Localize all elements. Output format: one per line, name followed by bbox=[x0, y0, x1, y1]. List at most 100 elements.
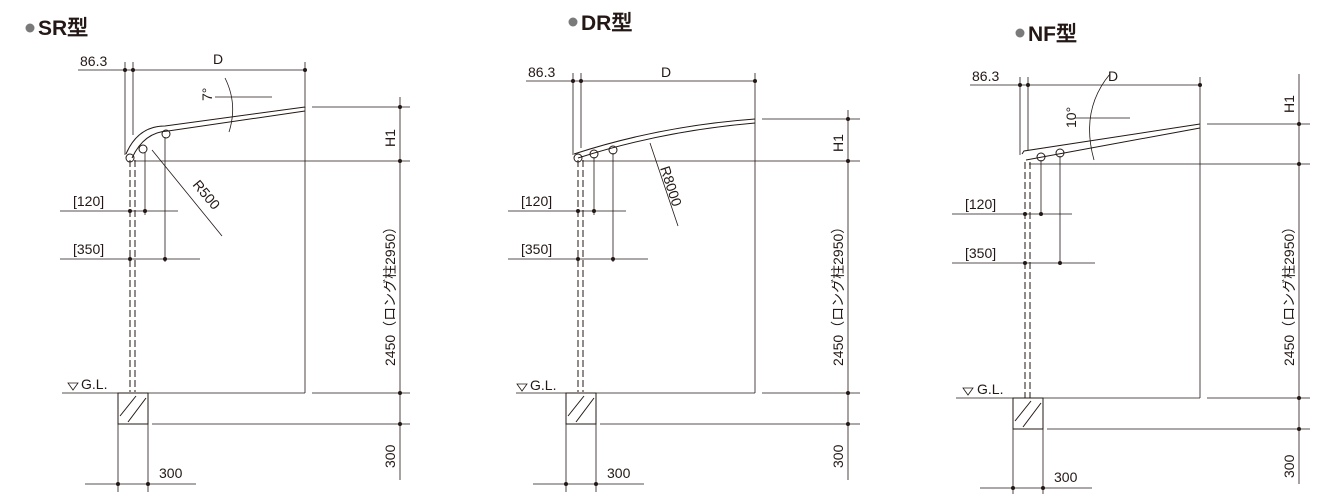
h1-label: H1 bbox=[830, 134, 846, 152]
height-120-label: [120] bbox=[521, 193, 552, 209]
h1-label: H1 bbox=[1281, 95, 1297, 113]
diagram-title: DR型 bbox=[581, 12, 632, 35]
dim-dot bbox=[131, 68, 135, 72]
title-bullet bbox=[1015, 28, 1025, 38]
height-120-label: [120] bbox=[73, 193, 104, 209]
footing-hatch bbox=[575, 397, 595, 423]
dim-dot bbox=[1041, 486, 1045, 490]
diagram-dr: DR型 86.3 D R8000 [120] [350] bbox=[508, 12, 860, 492]
dim-dot bbox=[123, 68, 127, 72]
dim-dot bbox=[846, 159, 850, 163]
dim-dot bbox=[576, 209, 580, 213]
ground-triangle bbox=[962, 387, 974, 396]
footing-depth-label: 300 bbox=[382, 444, 398, 468]
dim-dot bbox=[611, 257, 615, 261]
dim-dot bbox=[1039, 212, 1043, 216]
dim-dot bbox=[753, 79, 757, 83]
dim-dot bbox=[1026, 83, 1030, 87]
radius-label: R8000 bbox=[657, 164, 685, 208]
footing-depth-label: 300 bbox=[1281, 454, 1297, 478]
offset-label: 86.3 bbox=[528, 64, 555, 80]
height-350-label: [350] bbox=[73, 241, 104, 257]
dim-dot bbox=[579, 79, 583, 83]
dim-dot bbox=[846, 422, 850, 426]
dim-dot bbox=[128, 257, 132, 261]
radius-leader bbox=[649, 142, 679, 227]
ground-label: G.L. bbox=[81, 376, 107, 392]
dim-dot bbox=[564, 482, 568, 486]
angle-arc bbox=[1089, 73, 1111, 161]
footing bbox=[1012, 397, 1044, 430]
footing-hatch bbox=[1014, 400, 1032, 422]
height-label: 2450（ロング柱2950） bbox=[1281, 220, 1297, 366]
dim-dot bbox=[1297, 162, 1301, 166]
footing-hatch bbox=[127, 397, 147, 423]
dim-dot bbox=[846, 391, 850, 395]
dim-dot bbox=[128, 209, 132, 213]
offset-label: 86.3 bbox=[80, 53, 107, 69]
dim-dot bbox=[116, 482, 120, 486]
dim-dot bbox=[571, 79, 575, 83]
dim-dot bbox=[1058, 261, 1062, 265]
height-label: 2450（ロング柱2950） bbox=[830, 220, 846, 366]
dim-dot bbox=[1297, 122, 1301, 126]
dim-dot bbox=[594, 482, 598, 486]
dim-dot bbox=[592, 209, 596, 213]
roof-upper bbox=[573, 118, 756, 155]
title-bullet bbox=[25, 23, 35, 33]
footing-hatch bbox=[1022, 402, 1042, 428]
dim-dot bbox=[1297, 396, 1301, 400]
footing-width-label: 300 bbox=[1054, 469, 1078, 485]
angle-label: 10° bbox=[1063, 107, 1079, 128]
ground-triangle bbox=[67, 382, 79, 391]
diagram-sr: SR型 86.3 D 7° R500 bbox=[25, 17, 410, 492]
dim-dot bbox=[398, 159, 402, 163]
dim-dot bbox=[1011, 486, 1015, 490]
dim-dot bbox=[303, 68, 307, 72]
diagram-nf: NF型 86.3 D 10° [120] [350] bbox=[952, 23, 1310, 494]
roof-lower bbox=[577, 122, 756, 159]
height-120-label: [120] bbox=[965, 196, 996, 212]
footing-width-label: 300 bbox=[159, 465, 183, 481]
roof-lower bbox=[131, 110, 306, 159]
footing-hatch bbox=[567, 395, 585, 417]
depth-label: D bbox=[1108, 68, 1118, 84]
dim-dot bbox=[576, 257, 580, 261]
angle-arc bbox=[224, 77, 234, 133]
dim-dot bbox=[146, 482, 150, 486]
dim-dot bbox=[398, 391, 402, 395]
radius-label: R500 bbox=[190, 177, 224, 213]
h1-label: H1 bbox=[382, 129, 398, 147]
dim-dot bbox=[1018, 83, 1022, 87]
depth-label: D bbox=[213, 51, 223, 67]
beam-round bbox=[161, 129, 171, 139]
roof-lower bbox=[1025, 127, 1201, 161]
angle-label: 7° bbox=[199, 88, 215, 101]
footing-depth-label: 300 bbox=[830, 444, 846, 468]
dim-dot bbox=[398, 105, 402, 109]
ground-triangle bbox=[516, 383, 528, 392]
title-bullet bbox=[568, 17, 578, 27]
height-label: 2450（ロング柱2950） bbox=[382, 220, 398, 366]
roof-upper bbox=[125, 106, 306, 155]
diagram-title: NF型 bbox=[1028, 23, 1077, 46]
dim-dot bbox=[1023, 212, 1027, 216]
dim-dot bbox=[1198, 83, 1202, 87]
dim-dot bbox=[163, 257, 167, 261]
ground-label: G.L. bbox=[977, 381, 1003, 397]
footing-hatch bbox=[119, 395, 137, 417]
roof-upper bbox=[1021, 123, 1201, 155]
footing bbox=[117, 392, 149, 425]
ground-label: G.L. bbox=[530, 377, 556, 393]
diagram-title: SR型 bbox=[38, 17, 88, 40]
offset-label: 86.3 bbox=[972, 68, 999, 84]
footing-width-label: 300 bbox=[607, 465, 631, 481]
dim-dot bbox=[398, 422, 402, 426]
depth-label: D bbox=[661, 64, 671, 80]
radius-leader bbox=[151, 149, 223, 237]
beam-round bbox=[138, 144, 148, 154]
height-350-label: [350] bbox=[521, 241, 552, 257]
dim-dot bbox=[1023, 261, 1027, 265]
dim-dot bbox=[846, 117, 850, 121]
